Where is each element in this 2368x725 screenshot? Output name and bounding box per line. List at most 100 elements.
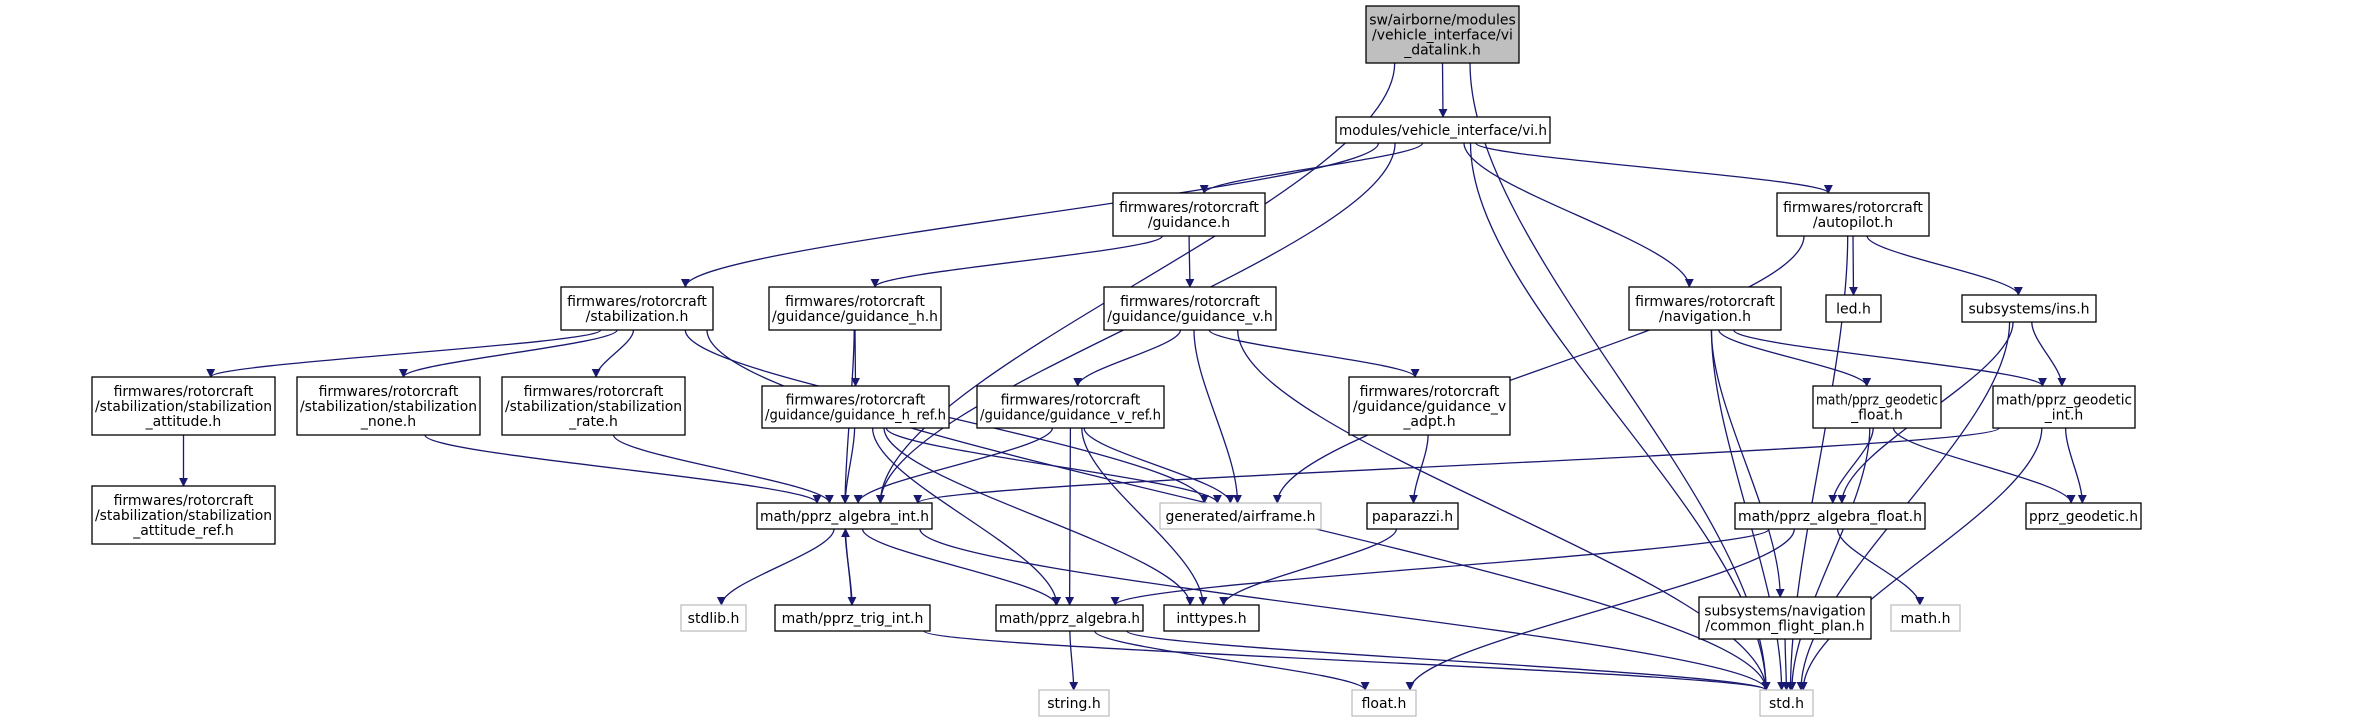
edge-geo_int-to-pprz_geodetic: [2064, 427, 2087, 504]
node-alg_float[interactable]: math/pprz_algebra_float.h: [1734, 502, 1926, 530]
node-inttypes[interactable]: inttypes.h: [1163, 604, 1260, 632]
node-label-line: firmwares/rotorcraft: [785, 294, 925, 310]
node-alg[interactable]: math/pprz_algebra.h: [995, 604, 1144, 632]
node-navigation[interactable]: firmwares/rotorcraft/navigation.h: [1628, 286, 1782, 331]
edge-guidance_v-to-std: [1237, 329, 1771, 691]
edge-alg_float-to-alg: [1110, 528, 1770, 606]
node-label-line: /common_flight_plan.h: [1705, 619, 1864, 635]
node-trig_int[interactable]: math/pprz_trig_int.h: [774, 604, 931, 632]
node-std: std.h: [1759, 689, 1814, 717]
node-common_fp[interactable]: subsystems/navigation/common_flight_plan…: [1698, 596, 1872, 640]
node-label-line: firmwares/rotorcraft: [1783, 200, 1923, 216]
edge-autopilot-to-ins: [1866, 235, 2023, 296]
node-paparazzi[interactable]: paparazzi.h: [1366, 502, 1459, 530]
node-label-line: _int.h: [2044, 408, 2084, 424]
node-label-line: firmwares/rotorcraft: [1360, 384, 1500, 400]
node-guidance_v_ref[interactable]: firmwares/rotorcraft/guidance/guidance_v…: [976, 385, 1165, 429]
node-vi[interactable]: modules/vehicle_interface/vi.h: [1335, 116, 1551, 144]
node-pprz_geodetic[interactable]: pprz_geodetic.h: [2025, 502, 2142, 530]
node-ins[interactable]: subsystems/ins.h: [1961, 294, 2097, 323]
node-label-line: inttypes.h: [1176, 611, 1246, 627]
node-box: [1812, 385, 1942, 429]
node-box: [680, 604, 747, 632]
node-label-line: _adpt.h: [1402, 414, 1455, 430]
node-label-line: /guidance/guidance_h_ref.h: [765, 408, 946, 424]
node-label-line: math/pprz_trig_int.h: [782, 611, 924, 627]
node-box: [1348, 376, 1511, 436]
node-box: [768, 286, 942, 331]
node-box: [560, 286, 714, 331]
edge-trig_int-to-alg_int: [841, 528, 853, 606]
node-label-line: /stabilization/stabilization: [95, 399, 272, 415]
node-label-line: modules/vehicle_interface/vi.h: [1339, 123, 1547, 139]
edge-root-to-std: [1469, 62, 1771, 691]
node-stab_none[interactable]: firmwares/rotorcraft/stabilization/stabi…: [296, 376, 481, 436]
node-box: [91, 485, 276, 545]
edge-vi-to-stabilization: [681, 142, 1380, 288]
node-stab_att_ref[interactable]: firmwares/rotorcraft/stabilization/stabi…: [91, 485, 276, 545]
node-label-line: firmwares/rotorcraft: [786, 393, 926, 409]
node-box: [1698, 596, 1872, 640]
node-label-line: stdlib.h: [688, 611, 740, 627]
node-led[interactable]: led.h: [1825, 294, 1882, 323]
node-guidance[interactable]: firmwares/rotorcraft/guidance.h: [1112, 192, 1266, 237]
node-label-line: firmwares/rotorcraft: [1635, 294, 1775, 310]
node-label-line: /stabilization.h: [586, 309, 689, 325]
node-label-line: /guidance/guidance_v.h: [1107, 309, 1273, 325]
node-box: [1159, 502, 1322, 530]
node-label-line: /stabilization/stabilization: [300, 399, 477, 415]
node-label-line: math.h: [1901, 611, 1951, 627]
node-label-line: _none.h: [360, 414, 416, 430]
node-box: [1961, 294, 2097, 323]
node-box: [756, 502, 933, 530]
node-label-line: firmwares/rotorcraft: [1001, 393, 1141, 409]
node-label-line: /vehicle_interface/vi: [1372, 28, 1513, 44]
node-box: [501, 376, 686, 436]
node-label-line: led.h: [1836, 302, 1871, 318]
edge-vi-to-guidance: [1199, 142, 1424, 194]
node-label-line: _float.h: [1850, 408, 1903, 424]
node-label-line: paparazzi.h: [1372, 509, 1453, 525]
node-stdlib: stdlib.h: [680, 604, 747, 632]
edge-stab_none-to-alg_int: [424, 434, 822, 504]
node-root[interactable]: sw/airborne/modules/vehicle_interface/vi…: [1365, 5, 1520, 64]
node-label-line: sw/airborne/modules: [1369, 13, 1516, 29]
node-guidance_v_adpt[interactable]: firmwares/rotorcraft/guidance/guidance_v…: [1348, 376, 1511, 436]
edge-alg_int-to-std: [919, 528, 1771, 691]
edge-guidance_v_adpt-to-paparazzi: [1409, 434, 1429, 504]
edge-paparazzi-to-inttypes: [1219, 528, 1398, 606]
node-guidance_h_ref[interactable]: firmwares/rotorcraft/guidance/guidance_h…: [761, 385, 950, 429]
node-guidance_v[interactable]: firmwares/rotorcraft/guidance/guidance_v…: [1103, 286, 1277, 331]
node-label-line: generated/airframe.h: [1165, 509, 1315, 525]
node-label-line: float.h: [1362, 696, 1407, 712]
node-geo_int[interactable]: math/pprz_geodetic_int.h: [1992, 385, 2136, 429]
node-label-line: math/pprz_algebra.h: [999, 611, 1140, 627]
node-autopilot[interactable]: firmwares/rotorcraft/autopilot.h: [1776, 192, 1930, 237]
node-label-line: /stabilization/stabilization: [95, 508, 272, 524]
node-label-line: _datalink.h: [1403, 43, 1481, 59]
edge-geo_float-to-alg_float: [1828, 427, 1874, 504]
node-guidance_h[interactable]: firmwares/rotorcraft/guidance/guidance_h…: [768, 286, 942, 331]
node-label-line: std.h: [1769, 696, 1804, 712]
node-alg_int[interactable]: math/pprz_algebra_int.h: [756, 502, 933, 530]
node-stab_att[interactable]: firmwares/rotorcraft/stabilization/stabi…: [91, 376, 276, 436]
node-box: [296, 376, 481, 436]
node-label-line: math/pprz_algebra_float.h: [1738, 509, 1922, 525]
node-label-line: math/pprz_algebra_int.h: [760, 509, 929, 525]
edge-navigation-to-geo_float: [1718, 329, 1872, 387]
node-stabilization[interactable]: firmwares/rotorcraft/stabilization.h: [560, 286, 714, 331]
node-label-line: firmwares/rotorcraft: [114, 384, 254, 400]
node-box: [995, 604, 1144, 632]
node-geo_float[interactable]: math/pprz_geodetic_float.h: [1812, 385, 1942, 429]
edge-geo_float-to-std: [1787, 427, 1871, 691]
node-stab_rate[interactable]: firmwares/rotorcraft/stabilization/stabi…: [501, 376, 686, 436]
node-label-line: /guidance/guidance_h.h: [772, 309, 938, 325]
node-box: [1103, 286, 1277, 331]
node-label-line: /guidance.h: [1148, 215, 1230, 231]
node-box: [91, 376, 276, 436]
edge-root-to-vi: [1438, 62, 1448, 118]
node-label-line: pprz_geodetic.h: [2029, 509, 2138, 525]
node-box: [774, 604, 931, 632]
edge-root-to-alg_int: [875, 62, 1396, 504]
